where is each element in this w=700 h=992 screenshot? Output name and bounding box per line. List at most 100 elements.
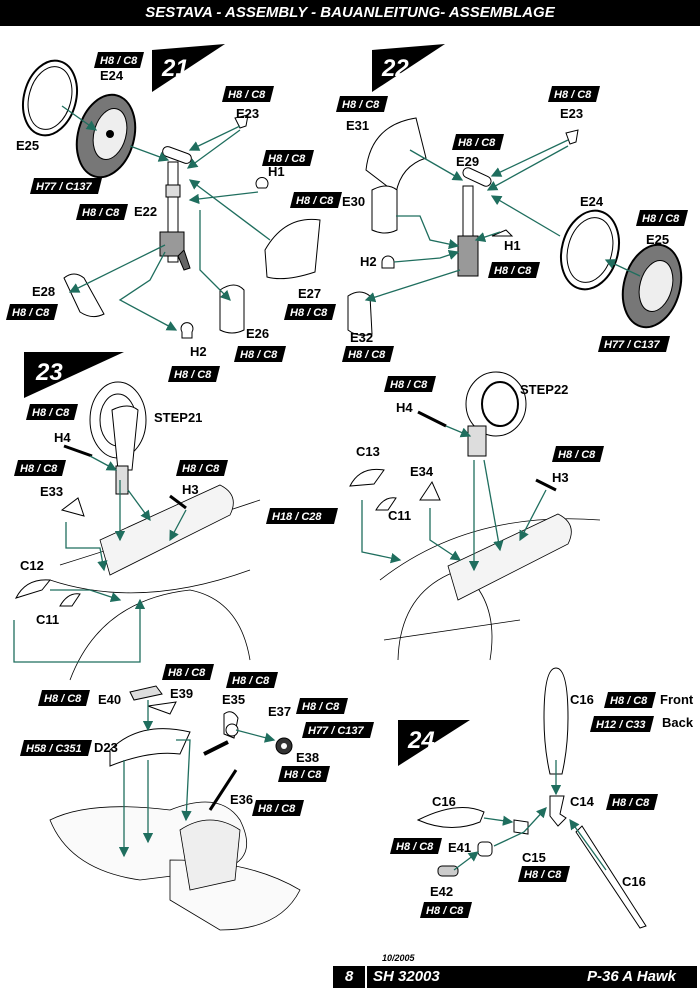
label-step22: STEP22 — [520, 382, 568, 397]
label-e32: E32 — [350, 330, 373, 345]
label-e38: E38 — [296, 750, 319, 765]
label-e35: E35 — [222, 692, 245, 707]
label-h2: H2 — [360, 254, 377, 269]
svg-text:H8 / C8: H8 / C8 — [258, 803, 296, 815]
step-number: 24 — [407, 727, 435, 754]
label-c15: C15 — [522, 850, 546, 865]
step-number: 21 — [161, 55, 189, 82]
svg-text:H77 / C137: H77 / C137 — [604, 339, 661, 351]
label-c11: C11 — [388, 508, 411, 523]
label-e25: E25 — [16, 138, 39, 153]
step-badge-22 — [372, 44, 445, 92]
label-c14: C14 — [570, 794, 595, 809]
svg-text:H8 / C8: H8 / C8 — [494, 265, 532, 277]
label-c16: C16 — [622, 874, 646, 889]
svg-text:H8 / C8: H8 / C8 — [100, 55, 138, 67]
label-e36: E36 — [230, 792, 253, 807]
svg-text:H8 / C8: H8 / C8 — [390, 379, 428, 391]
label-e40: E40 — [98, 692, 121, 707]
svg-text:H8 / C8: H8 / C8 — [342, 99, 380, 111]
label-e41: E41 — [448, 840, 471, 855]
step-badge-24 — [398, 720, 470, 766]
svg-text:H8 / C8: H8 / C8 — [458, 137, 496, 149]
label-e30: E30 — [342, 194, 365, 209]
print-date: 10/2005 — [382, 953, 415, 963]
page-header: SESTAVA - ASSEMBLY - BAUANLEITUNG- ASSEM… — [0, 0, 700, 26]
label-h4: H4 — [54, 430, 71, 445]
footer-divider — [365, 966, 367, 988]
svg-text:H8 / C8: H8 / C8 — [524, 869, 562, 881]
svg-text:H8 / C8: H8 / C8 — [232, 675, 270, 687]
door-part — [264, 218, 321, 280]
svg-text:H8 / C8: H8 / C8 — [284, 769, 322, 781]
svg-text:H8 / C8: H8 / C8 — [348, 349, 386, 361]
svg-text:H12 / C33: H12 / C33 — [596, 719, 646, 731]
label-e24: E24 — [100, 68, 124, 83]
bracket-part — [234, 114, 249, 129]
label-e27: E27 — [298, 286, 321, 301]
label-c16: C16 — [570, 692, 594, 707]
svg-text:H8 / C8: H8 / C8 — [554, 89, 592, 101]
label-c13: C13 — [356, 444, 380, 459]
svg-text:H8 / C8: H8 / C8 — [20, 463, 58, 475]
label-h3: H3 — [182, 482, 199, 497]
svg-text:H8 / C8: H8 / C8 — [228, 89, 266, 101]
tire-ring-part — [22, 59, 78, 137]
label-c11: C11 — [36, 612, 59, 627]
page-footer: 8 SH 32003 P-36 A Hawk — [333, 966, 697, 988]
label-e42: E42 — [430, 884, 453, 899]
step-badge-21 — [152, 44, 225, 92]
label-h3: H3 — [552, 470, 569, 485]
label-h1: H1 — [268, 164, 285, 179]
label-step21: STEP21 — [154, 410, 202, 425]
step-24: 24 — [398, 667, 647, 929]
svg-text:H8 / C8: H8 / C8 — [82, 207, 120, 219]
svg-text:H8 / C8: H8 / C8 — [44, 693, 82, 705]
svg-text:H8 / C8: H8 / C8 — [612, 797, 650, 809]
label-e25: E25 — [646, 232, 669, 247]
svg-text:H8 / C8: H8 / C8 — [558, 449, 596, 461]
part-labels: E24 E25 E23 H1 E22 E28 E26 E27 H2 E31 E2… — [16, 68, 694, 899]
label-h4: H4 — [396, 400, 413, 415]
label-front: Front — [660, 692, 694, 707]
label-e28: E28 — [32, 284, 55, 299]
label-h2: H2 — [190, 344, 207, 359]
svg-text:H8 / C8: H8 / C8 — [240, 349, 278, 361]
step-number: 23 — [35, 359, 63, 386]
step-22: 22 — [347, 44, 683, 336]
color-tags: H8 / C8 H8 / C8 H8 / C8 H77 / C137 H8 / … — [6, 52, 688, 918]
label-e23: E23 — [236, 106, 259, 121]
label-e23: E23 — [560, 106, 583, 121]
strut-part — [167, 161, 179, 263]
label-e34: E34 — [410, 464, 434, 479]
svg-text:H8 / C8: H8 / C8 — [290, 307, 328, 319]
kit-number: SH 32003 — [373, 968, 440, 985]
svg-text:H8 / C8: H8 / C8 — [168, 667, 206, 679]
svg-text:H8 / C8: H8 / C8 — [302, 701, 340, 713]
label-e37: E37 — [268, 704, 291, 719]
label-e39: E39 — [170, 686, 193, 701]
svg-text:H58 / C351: H58 / C351 — [26, 743, 82, 755]
model-name: P-36 A Hawk — [587, 968, 676, 985]
label-e24: E24 — [580, 194, 604, 209]
label-e22: E22 — [134, 204, 157, 219]
step-badge-23 — [24, 352, 124, 398]
cockpit-assembly — [49, 685, 301, 931]
label-e31: E31 — [346, 118, 369, 133]
svg-text:H77 / C137: H77 / C137 — [308, 725, 365, 737]
svg-text:H18 / C28: H18 / C28 — [272, 511, 322, 523]
label-e26: E26 — [246, 326, 269, 341]
label-c16: C16 — [432, 794, 456, 809]
svg-text:H8 / C8: H8 / C8 — [642, 213, 680, 225]
page-number: 8 — [345, 968, 354, 985]
svg-text:H8 / C8: H8 / C8 — [182, 463, 220, 475]
svg-text:H8 / C8: H8 / C8 — [12, 307, 50, 319]
svg-text:H77 / C137: H77 / C137 — [36, 181, 93, 193]
label-d23: D23 — [94, 740, 118, 755]
step-21: 21 — [22, 44, 321, 339]
step-number: 22 — [381, 55, 409, 82]
step-23: 23 — [13, 352, 601, 681]
svg-text:H8 / C8: H8 / C8 — [268, 153, 306, 165]
label-e29: E29 — [456, 154, 479, 169]
